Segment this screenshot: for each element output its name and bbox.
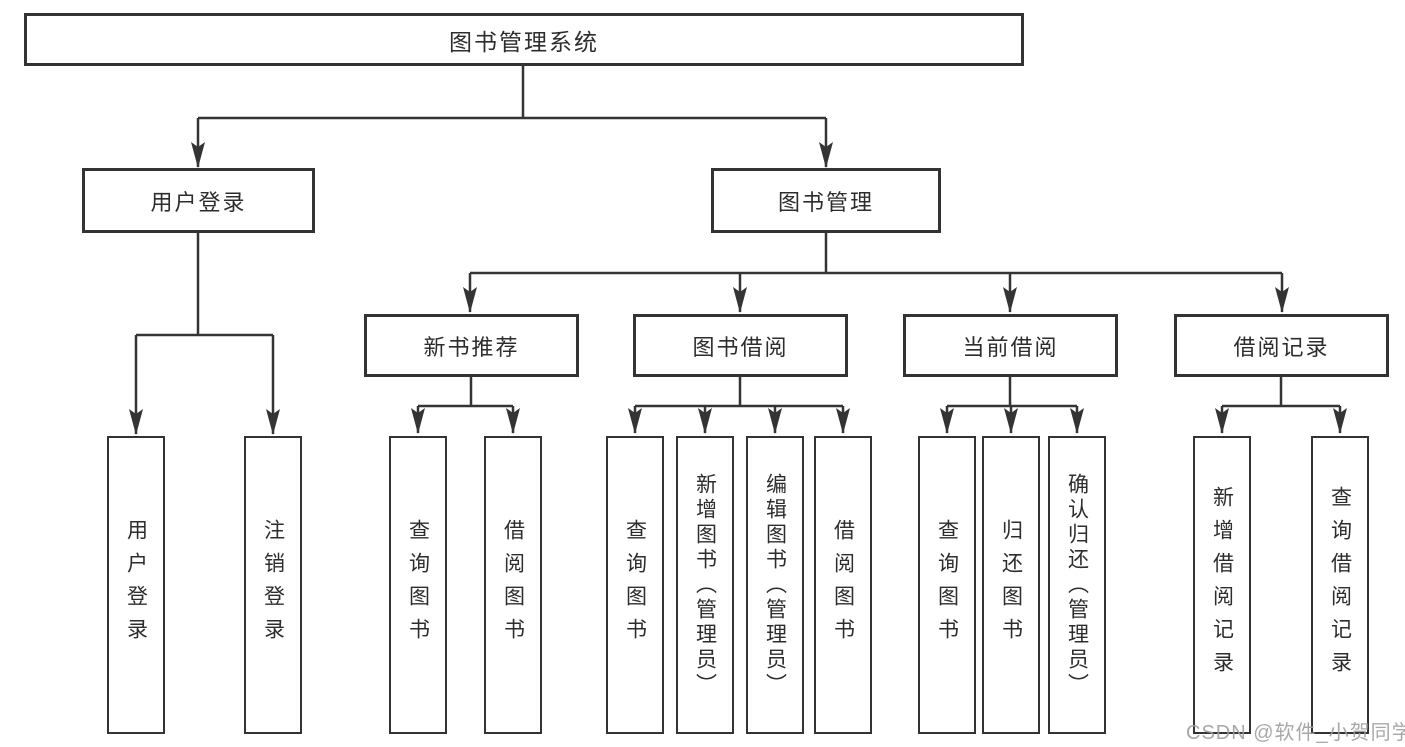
node-label: 查询图书 (406, 519, 430, 651)
leaf-query-books-recommend: 查询图书 (389, 436, 447, 734)
node-label: 查询图书 (935, 519, 959, 651)
node-label: 归还图书 (999, 519, 1023, 651)
node-label: 图书管理系统 (449, 28, 599, 55)
node-label: 图书借阅 (692, 334, 789, 360)
csdn-watermark: CSDN @软件_小贺同学 (1186, 722, 1405, 744)
leaf-edit-book-admin: 编辑图书（管理员） (746, 436, 804, 734)
node-book-borrow: 图书借阅 (633, 314, 848, 377)
leaf-add-book-admin: 新增图书（管理员） (676, 436, 734, 734)
node-label: 注销登录 (261, 519, 285, 651)
leaf-query-books-current: 查询图书 (918, 436, 976, 734)
node-label: 编辑图书（管理员） (763, 472, 787, 698)
leaf-confirm-return-admin: 确认归还（管理员） (1048, 436, 1106, 734)
leaf-borrow-books: 借阅图书 (814, 436, 872, 734)
node-current-borrow: 当前借阅 (903, 314, 1118, 377)
node-label: 用户登录 (150, 189, 247, 215)
leaf-query-borrow-record: 查询借阅记录 (1311, 436, 1369, 734)
node-label: 新增图书（管理员） (693, 472, 717, 698)
leaf-add-borrow-record: 新增借阅记录 (1193, 436, 1251, 734)
node-book-management: 图书管理 (711, 168, 941, 233)
node-library-management-system: 图书管理系统 (24, 13, 1024, 66)
leaf-user-login: 用户登录 (107, 436, 165, 734)
node-user-login: 用户登录 (82, 168, 315, 233)
leaf-borrow-books-recommend: 借阅图书 (484, 436, 542, 734)
leaf-query-books-borrow: 查询图书 (606, 436, 664, 734)
node-label: 查询借阅记录 (1328, 486, 1352, 684)
node-label: 用户登录 (124, 519, 148, 651)
node-label: 查询图书 (623, 519, 647, 651)
node-label: 新增借阅记录 (1210, 486, 1234, 684)
node-borrow-records: 借阅记录 (1174, 314, 1389, 377)
node-label: 借阅图书 (831, 519, 855, 651)
leaf-return-book: 归还图书 (982, 436, 1040, 734)
node-label: 新书推荐 (423, 334, 520, 360)
node-label: 借阅记录 (1233, 334, 1330, 360)
node-label: 当前借阅 (962, 334, 1059, 360)
leaf-logout: 注销登录 (244, 436, 302, 734)
node-label: 借阅图书 (501, 519, 525, 651)
node-label: 图书管理 (777, 189, 874, 215)
node-new-book-recommend: 新书推荐 (364, 314, 579, 377)
node-label: 确认归还（管理员） (1065, 472, 1089, 698)
